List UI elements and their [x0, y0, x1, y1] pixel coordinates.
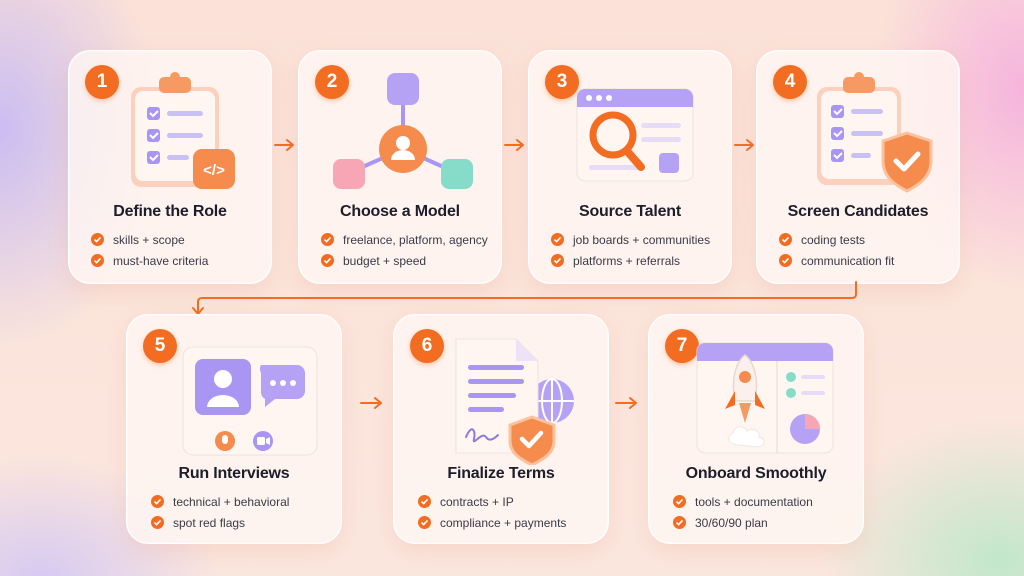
clipboard-checklist-code-icon: </>	[131, 72, 235, 189]
step-title: Choose a Model	[340, 203, 460, 220]
step-bullets: coding tests communication fit	[779, 229, 894, 271]
step-bullets: contracts + IP compliance + payments	[418, 491, 566, 533]
arrow-right-icon	[360, 397, 382, 409]
bullet-item: technical + behavioral	[151, 491, 289, 512]
bullet-item: spot red flags	[151, 512, 289, 533]
check-icon	[321, 233, 334, 246]
bullet-item: job boards + communities	[551, 229, 710, 250]
check-icon	[321, 254, 334, 267]
bullet-item: contracts + IP	[418, 491, 566, 512]
check-icon	[151, 495, 164, 508]
arrow-right-icon	[615, 397, 637, 409]
bullet-text: tools + documentation	[695, 494, 813, 509]
check-icon	[551, 233, 564, 246]
step-card-2: 2 Choose a Model freelance, platform, ag…	[298, 50, 502, 284]
bullet-text: job boards + communities	[573, 232, 711, 247]
video-interview-chat-icon	[182, 346, 318, 456]
bullet-text: contracts + IP	[440, 494, 514, 509]
step-bullets: job boards + communities platforms + ref…	[551, 229, 710, 271]
bullet-item: communication fit	[779, 250, 894, 271]
arrow-right-icon	[274, 139, 294, 151]
bullet-text: skills + scope	[113, 232, 185, 247]
step-bullets: freelance, platform, agency budget + spe…	[321, 229, 488, 271]
bullet-item: 30/60/90 plan	[673, 512, 813, 533]
bullet-item: skills + scope	[91, 229, 208, 250]
step-card-3: 3 Source Talent job boards + communities…	[528, 50, 732, 284]
clipboard-shield-check-icon	[817, 72, 933, 193]
step-number-badge: 4	[773, 65, 807, 99]
bullet-item: budget + speed	[321, 250, 488, 271]
step-title: Finalize Terms	[447, 465, 555, 482]
bullet-text: platforms + referrals	[573, 253, 681, 268]
step-number-badge: 1	[85, 65, 119, 99]
check-icon	[551, 254, 564, 267]
bullet-item: freelance, platform, agency	[321, 229, 488, 250]
bullet-text: freelance, platform, agency	[343, 232, 488, 247]
bullet-text: must-have criteria	[113, 253, 209, 268]
arrow-right-icon	[504, 139, 524, 151]
step-title: Source Talent	[578, 203, 682, 220]
bullet-item: compliance + payments	[418, 512, 566, 533]
step-card-5: 5 Run Interviews technical + behavioral …	[126, 314, 342, 544]
bullet-item: must-have criteria	[91, 250, 208, 271]
rocket-dashboard-icon	[696, 342, 834, 454]
check-icon	[418, 516, 431, 529]
step-number-badge: 6	[410, 329, 444, 363]
step-title: Define the Role	[113, 203, 227, 220]
step-card-1: 1 </> Define the Role skills + scope mus…	[68, 50, 272, 284]
step-bullets: technical + behavioral spot red flags	[151, 491, 289, 533]
bullet-item: tools + documentation	[673, 491, 813, 512]
contract-signature-globe-shield-icon	[455, 338, 574, 465]
step-title: Onboard Smoothly	[685, 465, 827, 482]
step-number-badge: 5	[143, 329, 177, 363]
check-icon	[779, 233, 792, 246]
step-card-7: 7 Onboard Smoothly tools + documentation…	[648, 314, 864, 544]
step-number-badge: 3	[545, 65, 579, 99]
step-title: Run Interviews	[178, 465, 290, 482]
check-icon	[673, 516, 686, 529]
step-card-4: 4 Screen Candidates coding tests communi…	[756, 50, 960, 284]
bullet-item: coding tests	[779, 229, 894, 250]
check-icon	[151, 516, 164, 529]
bullet-item: platforms + referrals	[551, 250, 710, 271]
browser-magnifier-icon	[576, 88, 694, 182]
bullet-text: coding tests	[801, 232, 866, 247]
network-model-person-icon	[333, 73, 473, 189]
step-title: Screen Candidates	[787, 203, 929, 220]
check-icon	[673, 495, 686, 508]
check-icon	[779, 254, 792, 267]
step-card-6: 6 Finalize Terms contracts + IP complian…	[393, 314, 609, 544]
check-icon	[418, 495, 431, 508]
step-number-badge: 2	[315, 65, 349, 99]
bullet-text: technical + behavioral	[173, 494, 290, 509]
arrow-right-icon	[734, 139, 754, 151]
check-icon	[91, 254, 104, 267]
bullet-text: 30/60/90 plan	[695, 515, 768, 530]
bullet-text: compliance + payments	[440, 515, 567, 530]
svg-text:</>: </>	[203, 162, 225, 179]
bullet-text: budget + speed	[343, 253, 427, 268]
bullet-text: spot red flags	[173, 515, 246, 530]
step-number-badge: 7	[665, 329, 699, 363]
check-icon	[91, 233, 104, 246]
bullet-text: communication fit	[801, 253, 895, 268]
step-bullets: tools + documentation 30/60/90 plan	[673, 491, 813, 533]
step-bullets: skills + scope must-have criteria	[91, 229, 208, 271]
